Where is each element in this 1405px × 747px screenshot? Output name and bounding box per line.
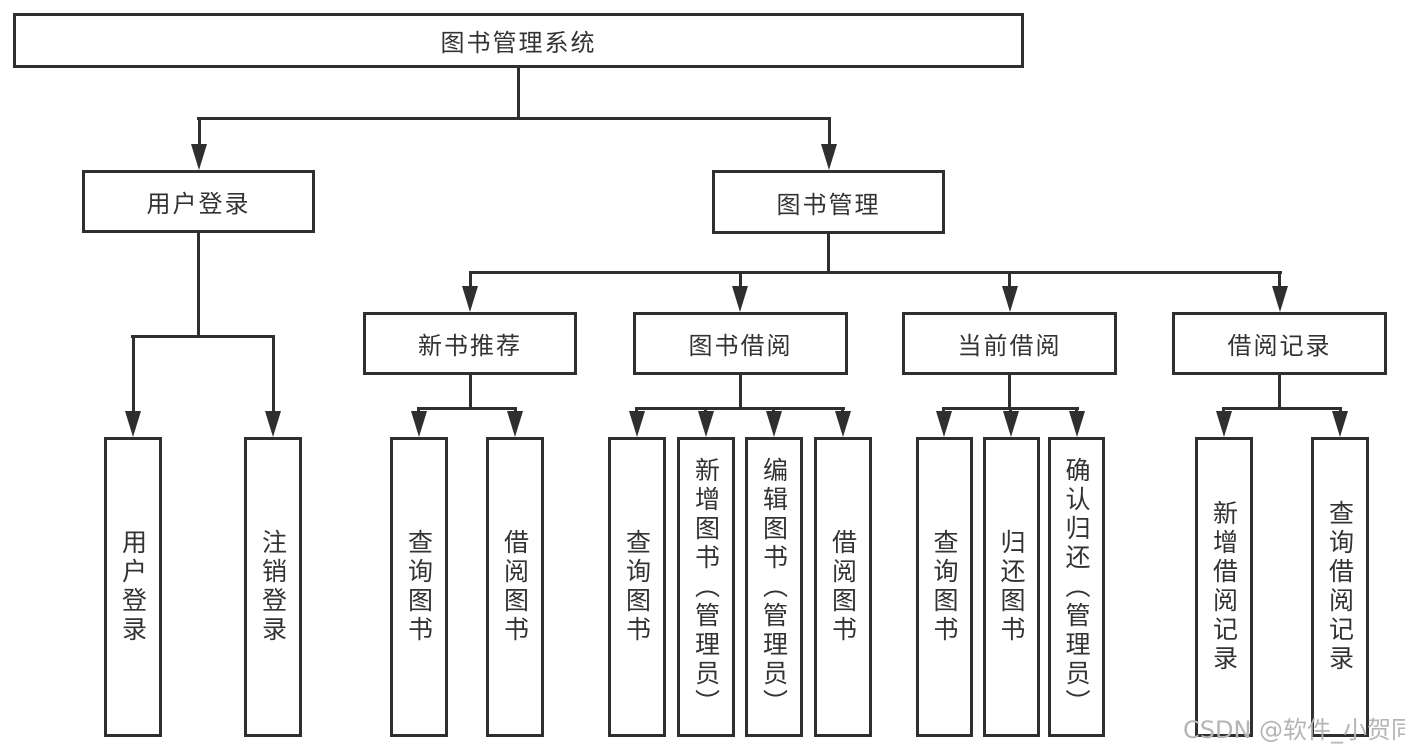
- arrow-down-icon: [265, 411, 281, 437]
- arrow-down-icon: [698, 411, 714, 437]
- node-label: 新增借阅记录: [1209, 500, 1239, 674]
- connector-line: [827, 234, 830, 274]
- arrow-down-icon: [936, 411, 952, 437]
- leaf-user-login: 用户登录: [104, 437, 162, 737]
- node-label: 图书管理系统: [440, 29, 597, 57]
- node-label: 查询图书: [622, 529, 652, 645]
- leaf-confirm-return-admin: 确认归还（管理员）: [1048, 437, 1105, 737]
- leaf-query-borrow-record: 查询借阅记录: [1311, 437, 1369, 737]
- node-label: 当前借阅: [957, 332, 1062, 360]
- connector-line: [1008, 375, 1011, 410]
- arrow-down-icon: [1003, 411, 1019, 437]
- arrow-down-icon: [629, 411, 645, 437]
- node-borrowing-records: 借阅记录: [1172, 312, 1387, 375]
- arrow-down-icon: [1216, 411, 1232, 437]
- connector-line: [1008, 271, 1011, 289]
- arrow-down-icon: [732, 286, 748, 312]
- arrow-down-icon: [1002, 286, 1018, 312]
- connector-line: [1222, 407, 1342, 410]
- node-label: 借阅图书: [500, 529, 530, 645]
- connector-line: [635, 407, 845, 410]
- connector-line: [469, 375, 472, 410]
- node-label: 查询借阅记录: [1325, 500, 1355, 674]
- connector-line: [197, 117, 831, 120]
- leaf-query-books-recommend: 查询图书: [390, 437, 448, 737]
- node-label: 借阅图书: [828, 529, 858, 645]
- connector-line: [197, 233, 200, 338]
- connector-line: [469, 271, 1282, 274]
- connector-line: [739, 375, 742, 410]
- arrow-down-icon: [507, 411, 523, 437]
- node-current-borrowing: 当前借阅: [902, 312, 1117, 375]
- arrow-down-icon: [191, 144, 207, 170]
- node-label: 用户登录: [146, 190, 251, 218]
- leaf-logout: 注销登录: [244, 437, 302, 737]
- arrow-down-icon: [1272, 286, 1288, 312]
- node-label: 借阅记录: [1227, 332, 1332, 360]
- connector-line: [517, 68, 520, 120]
- node-label: 查询图书: [930, 529, 959, 645]
- csdn-watermark: CSDN @软件_小贺同学: [1183, 716, 1405, 744]
- connector-line: [198, 117, 201, 147]
- node-label: 用户登录: [118, 529, 148, 645]
- node-label: 注销登录: [258, 529, 288, 645]
- arrow-down-icon: [766, 411, 782, 437]
- node-user-login: 用户登录: [82, 170, 315, 233]
- leaf-edit-books-admin: 编辑图书（管理员）: [745, 437, 803, 737]
- connector-line: [1278, 271, 1281, 289]
- connector-line: [1278, 375, 1281, 410]
- leaf-query-books-borrow: 查询图书: [608, 437, 666, 737]
- node-label: 确认归还（管理员）: [1062, 456, 1091, 718]
- node-label: 图书管理: [776, 190, 881, 219]
- arrow-down-icon: [835, 411, 851, 437]
- leaf-borrow-books: 借阅图书: [814, 437, 872, 737]
- connector-line: [469, 271, 472, 289]
- arrow-down-icon: [411, 411, 427, 437]
- leaf-borrow-books-recommend: 借阅图书: [486, 437, 544, 737]
- node-label: 归还图书: [997, 529, 1026, 645]
- leaf-return-books: 归还图书: [983, 437, 1040, 737]
- node-root-system: 图书管理系统: [13, 13, 1024, 68]
- node-label: 编辑图书（管理员）: [759, 456, 789, 718]
- node-label: 新书推荐: [418, 332, 522, 360]
- leaf-add-borrow-record: 新增借阅记录: [1195, 437, 1253, 737]
- node-label: 新增图书（管理员）: [691, 456, 721, 718]
- leaf-query-books-current: 查询图书: [916, 437, 973, 737]
- arrow-down-icon: [462, 286, 478, 312]
- node-book-borrowing: 图书借阅: [633, 312, 848, 375]
- connector-line: [739, 271, 742, 289]
- leaf-add-books-admin: 新增图书（管理员）: [677, 437, 735, 737]
- connector-line: [132, 335, 135, 415]
- arrow-down-icon: [125, 411, 141, 437]
- arrow-down-icon: [821, 144, 837, 170]
- arrow-down-icon: [1069, 411, 1085, 437]
- connector-line: [828, 117, 831, 147]
- connector-line: [272, 335, 275, 415]
- connector-line: [417, 407, 517, 410]
- node-new-book-recommend: 新书推荐: [363, 312, 577, 375]
- arrow-down-icon: [1332, 411, 1348, 437]
- node-book-management: 图书管理: [712, 170, 945, 234]
- connector-line: [131, 335, 275, 338]
- node-label: 图书借阅: [688, 332, 793, 360]
- node-label: 查询图书: [404, 529, 434, 645]
